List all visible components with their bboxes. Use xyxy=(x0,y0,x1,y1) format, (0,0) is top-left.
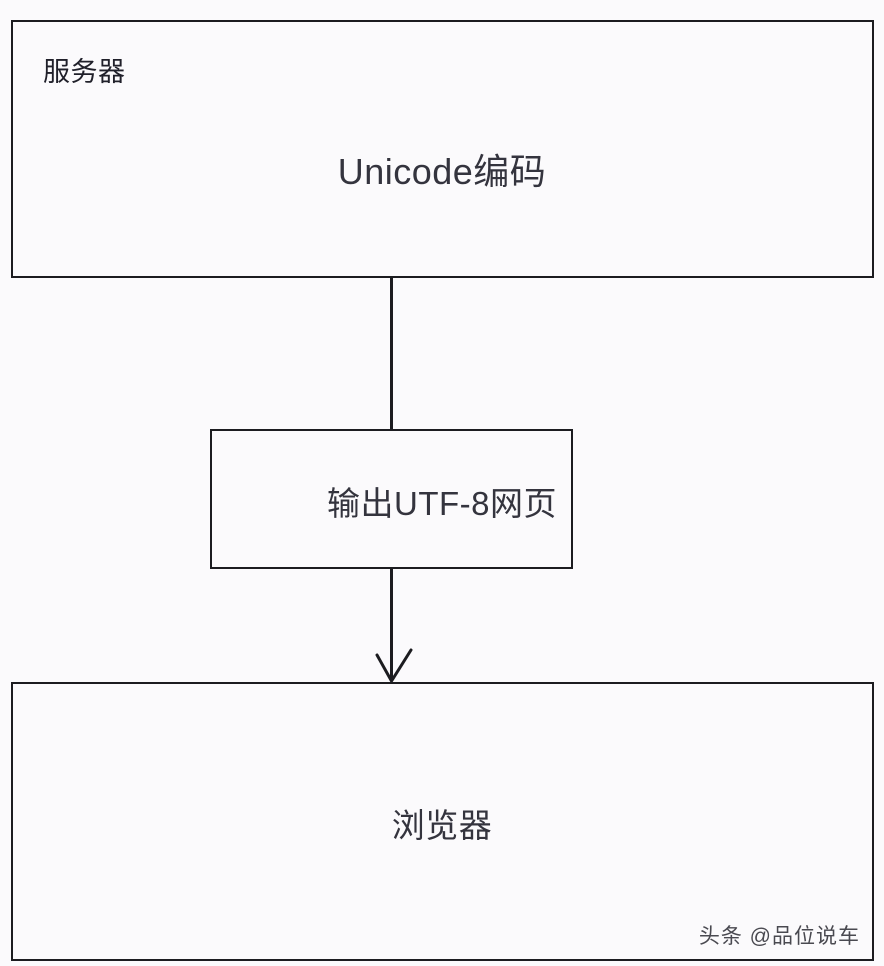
output-center-label: 输出UTF-8网页 xyxy=(327,485,557,522)
browser-center-label: 浏览器 xyxy=(391,807,493,844)
node-server-box: 服务器 xyxy=(11,20,874,278)
node-output-box xyxy=(210,429,573,569)
arrowhead-down-icon xyxy=(375,648,413,684)
server-corner-label: 服务器 xyxy=(43,57,126,87)
server-center-label: Unicode编码 xyxy=(337,151,547,192)
watermark-text: 头条 @品位说车 xyxy=(698,925,860,948)
node-browser-box xyxy=(11,682,874,961)
